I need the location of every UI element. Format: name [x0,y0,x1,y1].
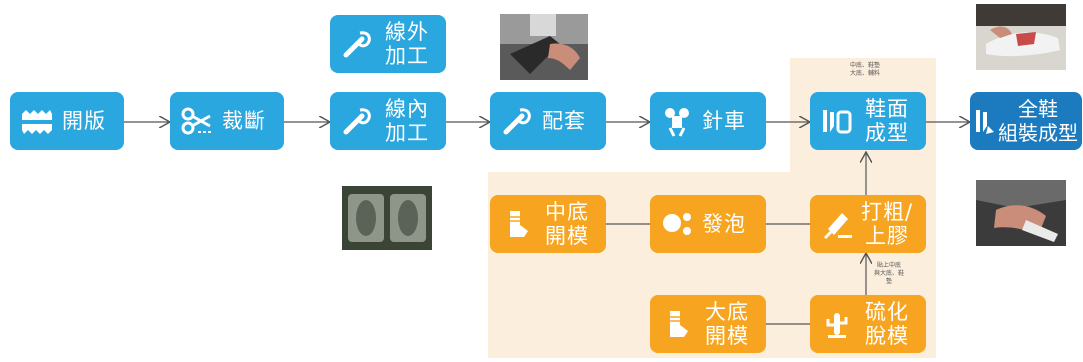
node-dadi[interactable]: 大底開模 [650,295,766,353]
note-top-line2: 大底、輔料 [849,70,880,77]
node-caiduan-label: 裁斷 [222,109,266,133]
node-xiemian-line1: 鞋面 [865,97,909,121]
node-zhongdi[interactable]: 中底開模 [490,195,606,253]
node-peitao-label: 配套 [542,109,586,133]
node-dadi-line1: 大底 [705,300,749,324]
node-zhenche[interactable]: 針車 [650,92,766,150]
node-dacu-line1: 打粗/ [860,200,914,224]
node-quanxie[interactable]: 全鞋組裝成型 [970,92,1082,150]
scissors-icon [180,104,214,138]
node-quanxie-line1: 全鞋 [1018,97,1058,121]
sewing-needle-icon [500,104,534,138]
node-liuhua-line1: 硫化 [865,300,909,324]
note-mid-line2: 與大底、鞋墊 [873,270,904,285]
sock-mold-icon [660,307,694,341]
foam-bubbles-icon [660,207,694,241]
note-mid-line1: 貼上中底 [876,262,901,269]
node-zhenche-label: 針車 [702,109,746,133]
photo-gluing-hands [976,180,1066,246]
photo-finished-shoe [976,4,1066,70]
node-xiannei-line1: 線內 [385,97,429,121]
node-dacu-line2: 上膠 [865,224,909,248]
node-peitao[interactable]: 配套 [490,92,606,150]
glue-brush-icon [820,207,854,241]
photo-sewing-hands [500,14,588,80]
node-zhongdi-line2: 開模 [545,224,589,248]
shoe-assembly-icon [974,104,996,138]
node-xiemian-line2: 成型 [865,121,909,145]
node-quanxie-line2: 組裝成型 [998,121,1078,145]
sewing-machine-icon [660,104,694,138]
sewing-needle-icon [340,104,374,138]
node-dacu[interactable]: 打粗/上膠 [810,195,926,253]
node-fapao[interactable]: 發泡 [650,195,766,253]
photo-mold [342,186,432,250]
node-xianwai-line1: 線外 [385,20,429,44]
node-xiemian[interactable]: 鞋面成型 [810,92,926,150]
node-xiannei-line2: 加工 [385,121,429,145]
sock-mold-icon [500,207,534,241]
sewing-needle-icon [340,27,374,61]
shoe-last-icon [820,104,854,138]
node-xianwai-line2: 加工 [385,44,429,68]
node-fapao-label: 發泡 [702,212,746,236]
node-liuhua-line2: 脫模 [865,324,909,348]
note-top-line1: 中底、鞋墊 [849,62,880,69]
node-xianwai[interactable]: 線外加工 [330,15,446,73]
note-top: 中底、鞋墊 大底、輔料 [848,62,882,78]
node-kaiban[interactable]: 開版 [10,92,124,150]
node-zhongdi-line1: 中底 [545,200,589,224]
node-kaiban-label: 開版 [62,109,106,133]
node-xiannei[interactable]: 線內加工 [330,92,446,150]
note-mid: 貼上中底 與大底、鞋墊 [872,262,906,286]
node-dadi-line2: 開模 [705,324,749,348]
shoe-pattern-icon [20,104,54,138]
cactus-mold-icon [820,307,854,341]
node-caiduan[interactable]: 裁斷 [170,92,284,150]
node-liuhua[interactable]: 硫化脫模 [810,295,926,353]
